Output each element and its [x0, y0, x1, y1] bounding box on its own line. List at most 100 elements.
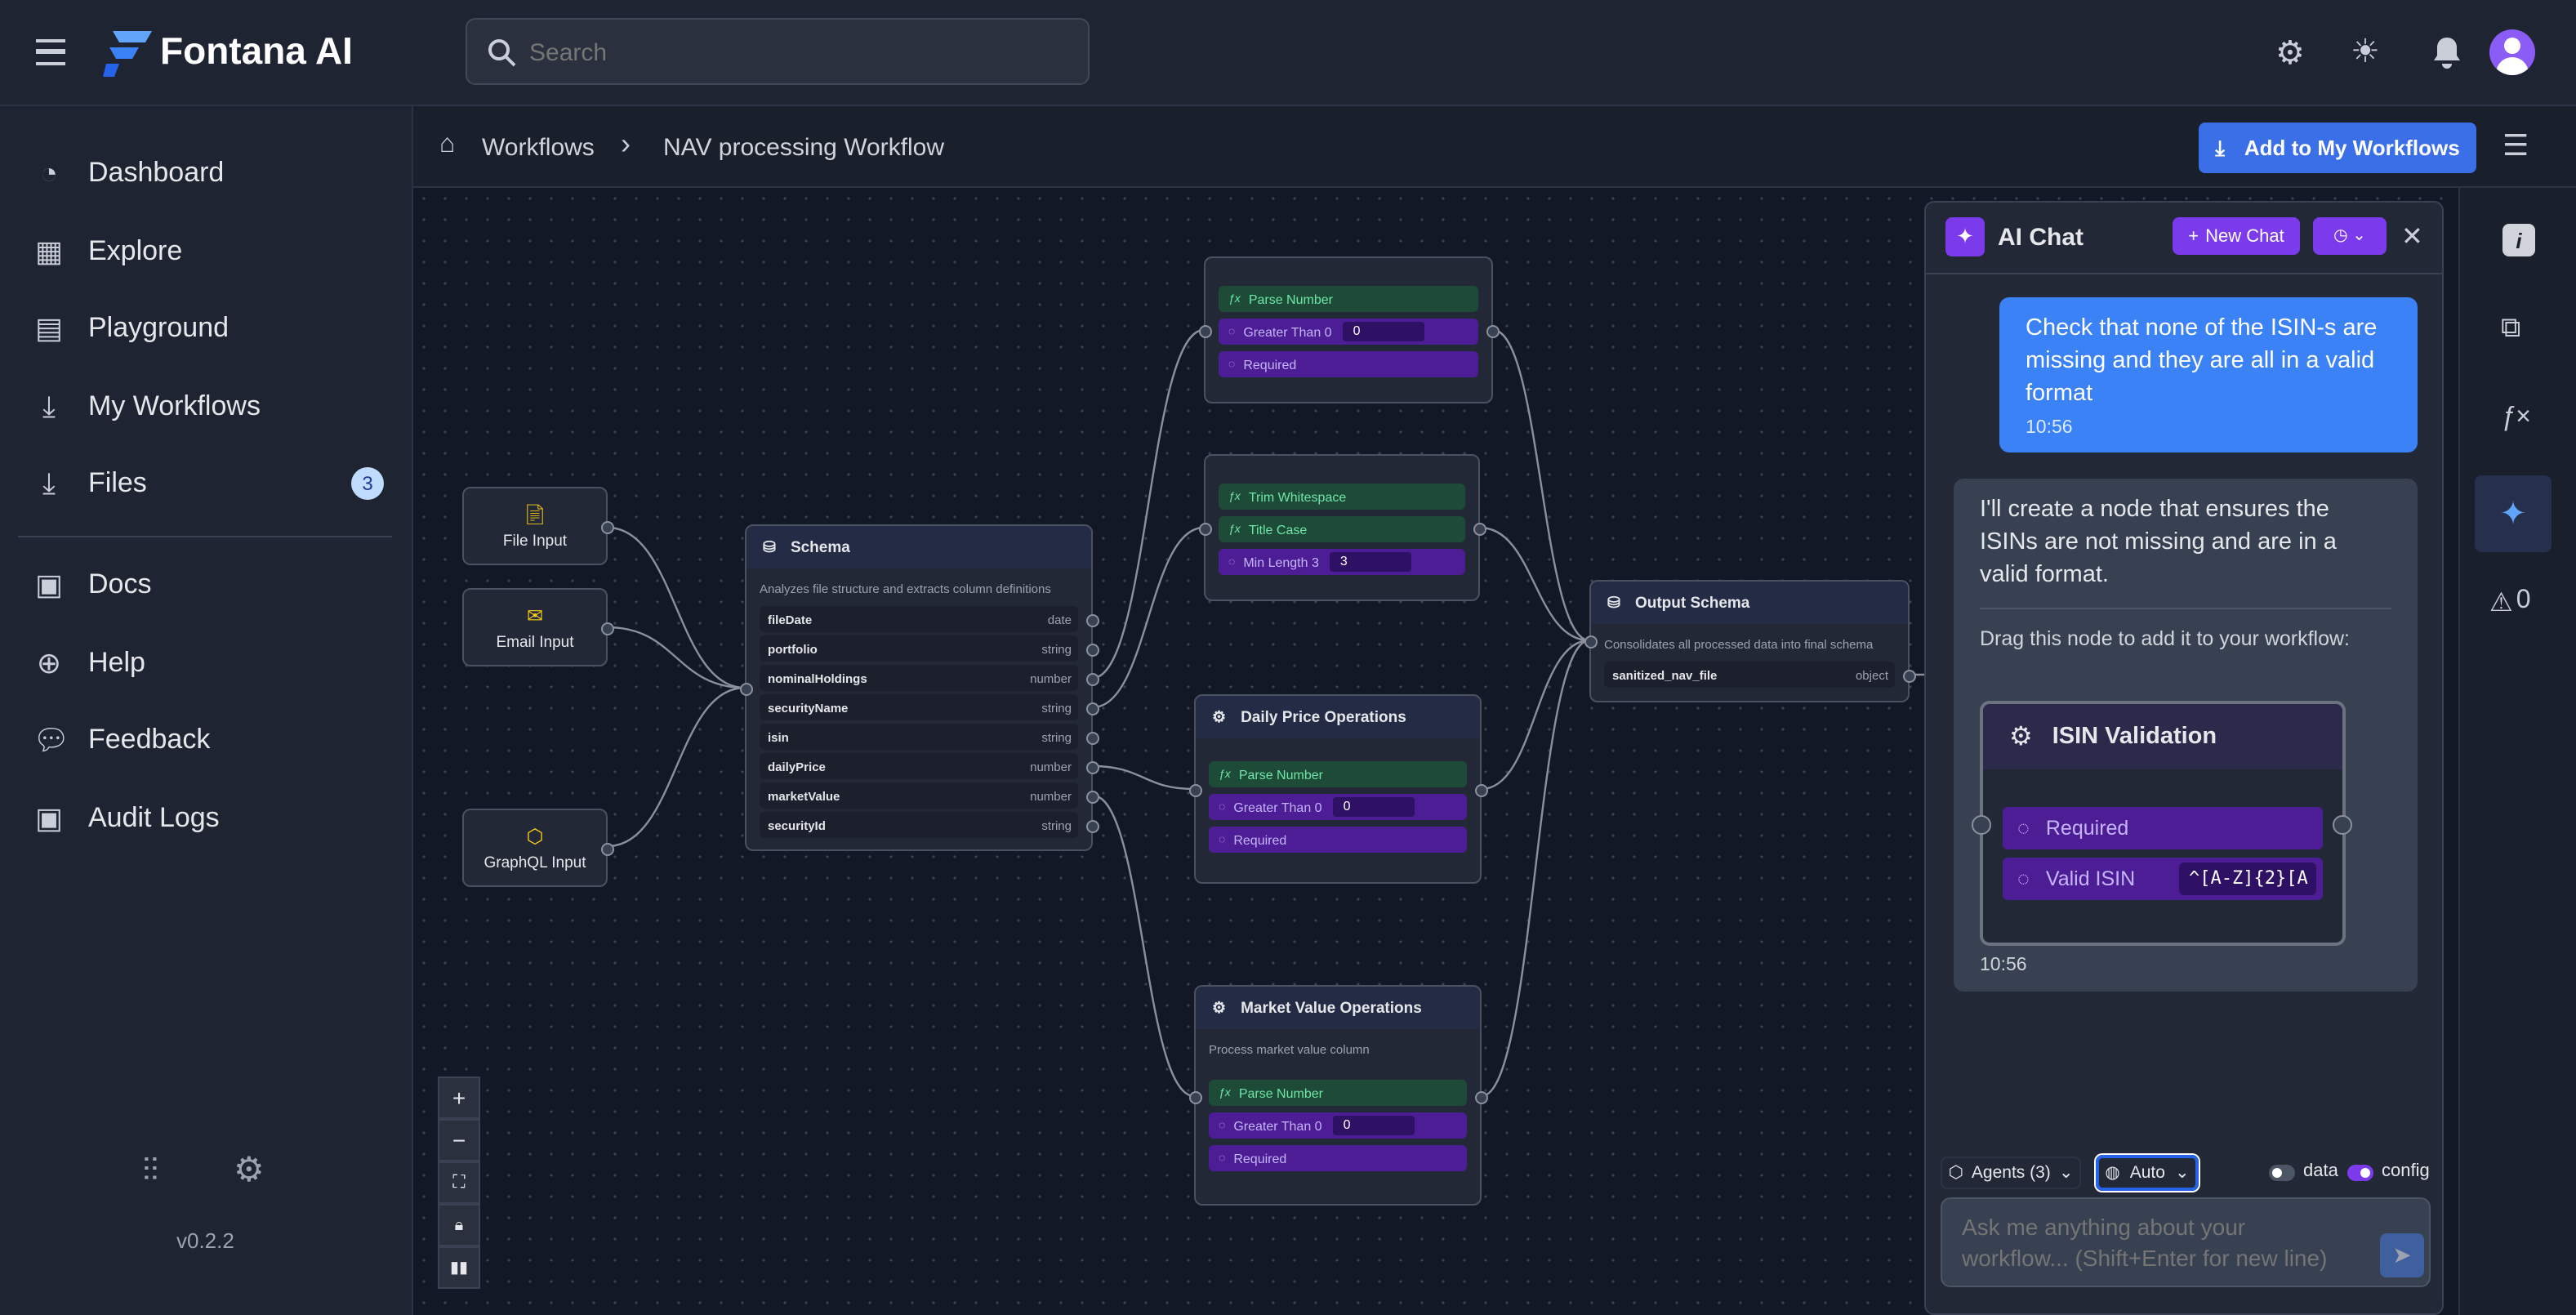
- zoom-in-button[interactable]: +: [438, 1077, 480, 1119]
- ai-sparkles-tab[interactable]: ✦: [2475, 475, 2551, 552]
- validation-op[interactable]: ◌Min Length 33: [1219, 549, 1465, 575]
- node-label: File Input: [503, 532, 567, 550]
- function-icon[interactable]: ƒ×: [2501, 403, 2531, 433]
- schema-field: portfoliostring: [760, 635, 1078, 662]
- fit-view-button[interactable]: ⛶: [438, 1161, 480, 1204]
- operations-a-node[interactable]: ƒxParse Number◌Greater Than 00◌Required: [1204, 256, 1493, 403]
- agents-dropdown[interactable]: ⬡Agents (3)⌄: [1941, 1157, 2081, 1189]
- edge: [1493, 330, 1589, 640]
- connection-handle[interactable]: [1903, 670, 1916, 683]
- edge: [608, 528, 745, 688]
- connection-handle[interactable]: [1584, 635, 1598, 649]
- connection-handle[interactable]: [1086, 732, 1099, 745]
- connection-handle[interactable]: [1473, 523, 1486, 536]
- connection-handle[interactable]: [1475, 784, 1488, 797]
- op-value: ^[A-Z]{2}[A: [2179, 863, 2316, 895]
- op-required: ◌Required: [2003, 807, 2323, 849]
- function-op[interactable]: ƒxParse Number: [1209, 761, 1467, 787]
- output-handle[interactable]: [2333, 815, 2352, 835]
- schema-node[interactable]: ⛁SchemaAnalyzes file structure and extra…: [745, 524, 1093, 851]
- op-value-input[interactable]: 3: [1330, 552, 1412, 572]
- node-description: Consolidates all processed data into fin…: [1591, 624, 1908, 658]
- op-value-input[interactable]: 0: [1334, 797, 1415, 817]
- node-label: Email Input: [496, 633, 573, 651]
- op-label: Greater Than 0: [1243, 324, 1331, 339]
- validation-op[interactable]: ◌Greater Than 00: [1219, 319, 1478, 345]
- connection-handle[interactable]: [1189, 1091, 1202, 1104]
- history-button[interactable]: ◷ ⌄: [2313, 217, 2387, 255]
- info-icon[interactable]: i: [2502, 224, 2535, 256]
- input-handle[interactable]: [1972, 815, 1991, 835]
- email-input-node[interactable]: ✉ Email Input: [462, 588, 608, 666]
- function-op[interactable]: ƒxTrim Whitespace: [1219, 484, 1465, 510]
- output-schema-node[interactable]: ⛁Output SchemaConsolidates all processed…: [1589, 580, 1910, 702]
- validation-op[interactable]: ◌Greater Than 00: [1209, 1112, 1467, 1139]
- function-op[interactable]: ƒxParse Number: [1209, 1080, 1467, 1106]
- connection-handle[interactable]: [1086, 761, 1099, 774]
- agent-icon: ⬡: [1949, 1163, 1963, 1183]
- connection-handle[interactable]: [1086, 614, 1099, 627]
- connection-handle[interactable]: [1086, 644, 1099, 657]
- connection-handle[interactable]: [601, 622, 614, 635]
- chat-header: ✦ AI Chat +New Chat ◷ ⌄ ✕: [1926, 203, 2442, 274]
- field-type: object: [1856, 667, 1888, 682]
- connection-handle[interactable]: [1086, 820, 1099, 833]
- connection-handle[interactable]: [740, 683, 753, 696]
- op-label: Trim Whitespace: [1249, 489, 1346, 504]
- field-name: nominalHoldings: [768, 671, 867, 685]
- schema-diagram-icon[interactable]: ⧉: [2501, 312, 2520, 345]
- op-label: Valid ISIN: [2046, 867, 2135, 890]
- email-icon: ✉: [527, 604, 543, 626]
- chat-input[interactable]: [1941, 1197, 2431, 1287]
- zoom-out-button[interactable]: −: [438, 1119, 480, 1161]
- connection-handle[interactable]: [1199, 325, 1212, 338]
- file-input-node[interactable]: 📄︎File Input: [462, 487, 608, 565]
- connection-handle[interactable]: [1189, 784, 1202, 797]
- ai-message-time: 10:56: [1980, 956, 2027, 975]
- connection-handle[interactable]: [1086, 673, 1099, 686]
- suggested-node-isin-validation[interactable]: ⚙ISIN Validation ◌Required ◌Valid ISIN^[…: [1980, 701, 2346, 946]
- field-type: string: [1041, 729, 1072, 744]
- connection-handle[interactable]: [1199, 523, 1212, 536]
- connection-handle[interactable]: [1086, 791, 1099, 804]
- market-value-operations-node[interactable]: ⚙Market Value OperationsProcess market v…: [1194, 985, 1482, 1206]
- op-value-input[interactable]: 0: [1334, 1116, 1415, 1135]
- connection-handle[interactable]: [1086, 702, 1099, 715]
- validation-op[interactable]: ◌Greater Than 00: [1209, 794, 1467, 820]
- plus-icon: +: [2188, 226, 2199, 246]
- edge: [1093, 528, 1204, 707]
- send-button[interactable]: ➤: [2380, 1233, 2424, 1277]
- daily-price-operations-node[interactable]: ⚙Daily Price OperationsƒxParse Number◌Gr…: [1194, 694, 1482, 884]
- edge: [1093, 766, 1194, 789]
- node-title: Daily Price Operations: [1241, 708, 1406, 726]
- layout-button[interactable]: ▮▮: [438, 1246, 480, 1289]
- field-name: securityId: [768, 818, 826, 832]
- graphql-input-node[interactable]: ⬡GraphQL Input: [462, 809, 608, 887]
- connection-handle[interactable]: [601, 843, 614, 856]
- function-op[interactable]: ƒxTitle Case: [1219, 516, 1465, 542]
- validation-op[interactable]: ◌Required: [1219, 351, 1478, 377]
- field-type: number: [1030, 788, 1072, 803]
- data-toggle[interactable]: [2269, 1165, 2295, 1181]
- function-icon: ƒx: [1228, 293, 1241, 305]
- op-value-input[interactable]: 0: [1344, 322, 1425, 341]
- validation-op[interactable]: ◌Required: [1209, 827, 1467, 853]
- new-chat-button[interactable]: +New Chat: [2173, 217, 2300, 255]
- user-message-text: Check that none of the ISIN-s are missin…: [2026, 312, 2391, 410]
- node-title: Market Value Operations: [1241, 999, 1422, 1017]
- connection-handle[interactable]: [1475, 1091, 1488, 1104]
- check-circle-icon: ◌: [1228, 556, 1235, 568]
- operations-b-node[interactable]: ƒxTrim Whitespace ƒxTitle Case ◌Min Length…: [1204, 454, 1480, 601]
- connection-handle[interactable]: [1486, 325, 1500, 338]
- validation-op[interactable]: ◌Required: [1209, 1145, 1467, 1171]
- lock-button[interactable]: 🔒︎: [438, 1204, 480, 1246]
- connection-handle[interactable]: [601, 521, 614, 534]
- edge: [608, 688, 745, 846]
- chevron-down-icon: ⌄: [2059, 1163, 2074, 1183]
- config-toggle[interactable]: [2347, 1165, 2373, 1181]
- op-label: Greater Than 0: [1233, 800, 1321, 814]
- mode-dropdown[interactable]: ◍Auto⌄: [2096, 1155, 2199, 1191]
- function-op[interactable]: ƒxParse Number: [1219, 286, 1478, 312]
- close-icon[interactable]: ✕: [2401, 221, 2423, 253]
- warnings-tab[interactable]: ⚠0: [2489, 586, 2531, 619]
